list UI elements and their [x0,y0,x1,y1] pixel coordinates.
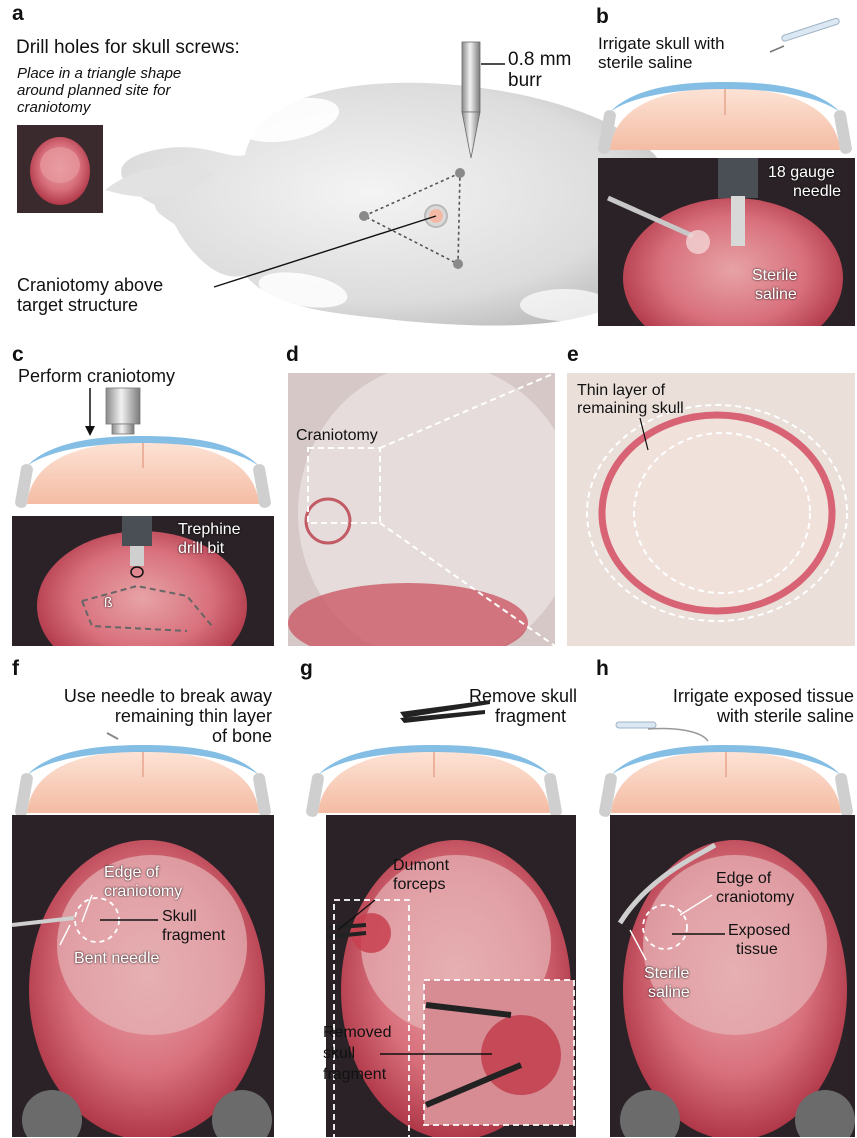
panel-h-edge-label-1: Edge of [716,870,771,888]
panel-h-exposed-label-1: Exposed [728,922,790,940]
panel-h-exposed-label-2: tissue [736,941,778,959]
panel-h-edge-label-2: craniotomy [716,889,794,907]
panel-h-saline-label-1: Sterile [644,965,689,983]
panel-h-saline-label-2: saline [648,984,690,1002]
